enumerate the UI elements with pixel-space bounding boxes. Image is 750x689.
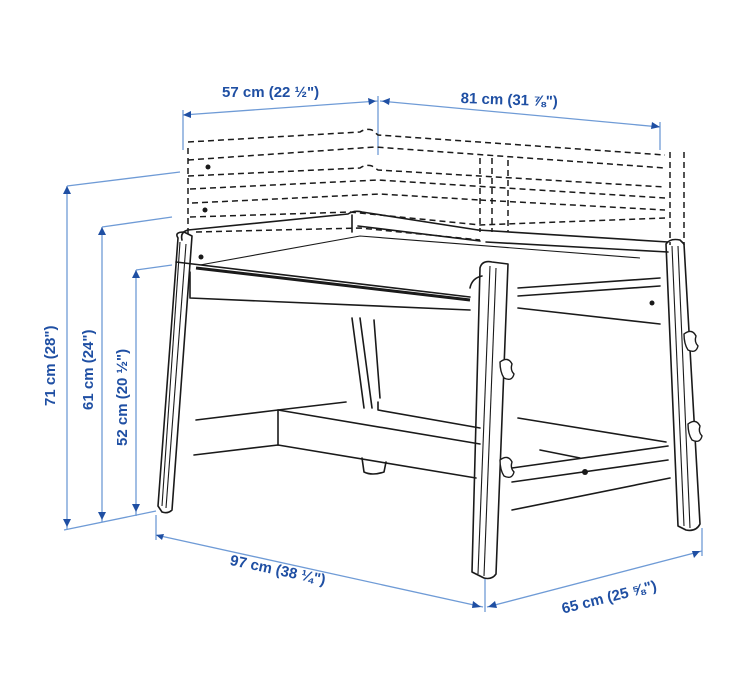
label-height-min: 52 cm (20 ½") — [114, 348, 131, 446]
label-top-width: 81 cm (31 ⅞") — [460, 90, 559, 111]
desk-top — [175, 210, 669, 311]
label-height-mid: 61 cm (24") — [80, 329, 97, 411]
label-top-depth: 57 cm (22 ½") — [222, 84, 320, 101]
desk-frame — [157, 231, 703, 580]
dimension-lines — [63, 96, 703, 612]
alternate-top-positions — [187, 128, 685, 245]
label-height-max: 71 cm (28") — [42, 325, 59, 407]
